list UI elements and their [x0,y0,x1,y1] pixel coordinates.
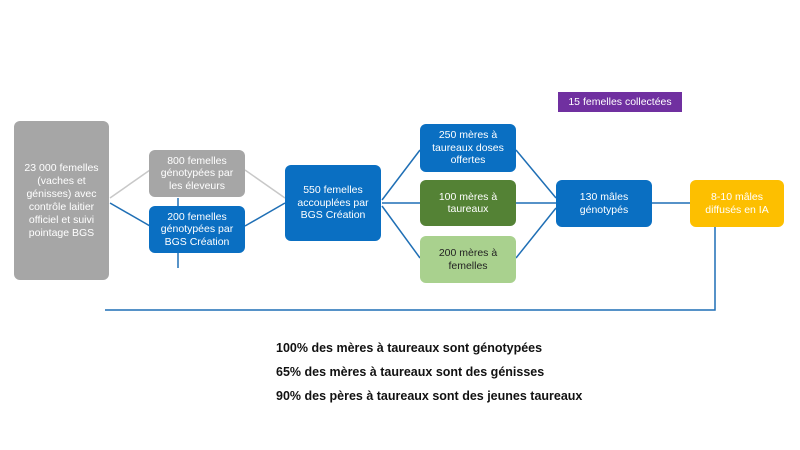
connector-blue-1 [109,202,151,227]
box-200-genotyped-bgs: 200 femelles génotypées par BGS Création [149,206,245,253]
connector-blue-5 [381,149,421,201]
label-15-females-collected: 15 femelles collectées [558,92,682,112]
box-8-10-males-ai: 8-10 mâles diffusés en IA [690,180,784,227]
box-550-mated: 550 femelles accouplées par BGS Création [285,165,381,241]
stats-list: 100% des mères à taureaux sont génotypée… [276,336,582,408]
box-800-genotyped-breeders: 800 femelles génotypées par les éleveurs [149,150,245,197]
box-23000-females: 23 000 femelles (vaches et génisses) ave… [14,121,109,280]
connector-blue-8 [515,149,557,199]
box-100-bull-mothers: 100 mères à taureaux [420,180,516,226]
connector-grey-2 [244,169,286,199]
box-250-bull-mothers-offered: 250 mères à taureaux doses offertes [420,124,516,172]
stat-line: 65% des mères à taureaux sont des géniss… [276,365,545,379]
stat-line: 90% des pères à taureaux sont des jeunes… [276,389,583,403]
connector-blue-2 [244,202,286,227]
connector-feedback [105,227,716,311]
stat-line: 100% des mères à taureaux sont génotypée… [276,341,543,355]
connector-blue-7 [381,205,421,259]
box-130-males-genotyped: 130 mâles génotypés [556,180,652,227]
connector-blue-10 [515,207,557,259]
connector-grey-1 [109,169,151,199]
box-200-female-mothers: 200 mères à femelles [420,236,516,283]
